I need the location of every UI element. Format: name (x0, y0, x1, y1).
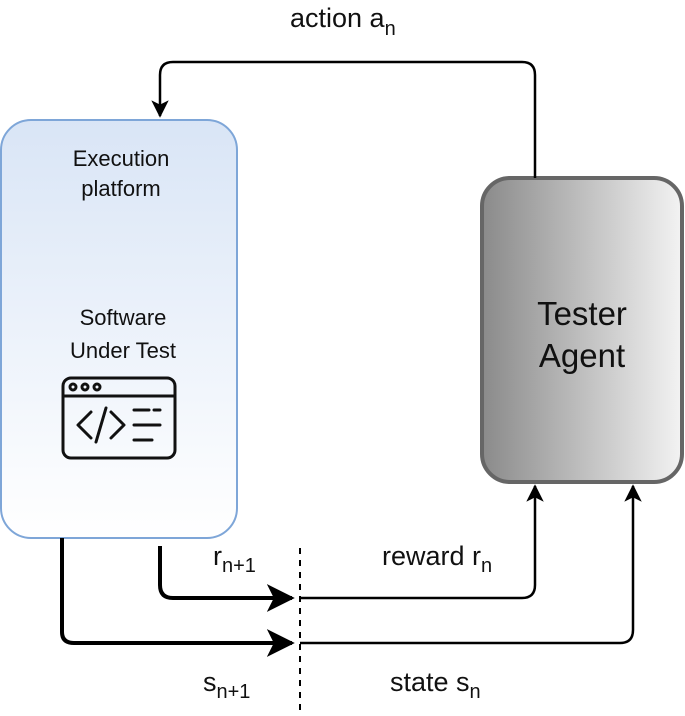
action-label-sub: n (385, 18, 396, 40)
reward-next-base: r (213, 541, 222, 571)
svg-text:sn+1: sn+1 (203, 667, 250, 703)
platform-title-line2: platform (81, 176, 160, 201)
svg-text:rn+1: rn+1 (213, 541, 256, 577)
reward-arrow (300, 484, 544, 600)
sut-label-line2: Under Test (70, 338, 176, 363)
state-next-sub: n+1 (217, 681, 251, 703)
action-arrow (151, 60, 537, 178)
reward-next-arrow (158, 546, 295, 612)
action-label: action a (290, 3, 386, 33)
state-arrow (300, 484, 642, 645)
agent-label-line2: Agent (539, 337, 625, 374)
state-label-base: state s (390, 667, 470, 697)
svg-text:reward rn: reward rn (382, 541, 492, 577)
execution-platform-box (0, 119, 238, 539)
agent-label-line1: Tester (537, 295, 627, 332)
reward-label-base: reward r (382, 541, 481, 571)
state-next-base: s (203, 667, 217, 697)
state-label-sub: n (470, 681, 481, 703)
tester-agent-box (480, 176, 684, 484)
code-window-icon (61, 376, 177, 460)
reward-next-sub: n+1 (222, 555, 256, 577)
svg-text:state sn: state sn (390, 667, 481, 703)
sut-label-line1: Software (80, 305, 167, 330)
reward-label-sub: n (481, 555, 492, 577)
platform-title-line1: Execution (73, 146, 170, 171)
state-next-arrow (60, 538, 295, 657)
svg-text:action an: action an (290, 3, 396, 40)
